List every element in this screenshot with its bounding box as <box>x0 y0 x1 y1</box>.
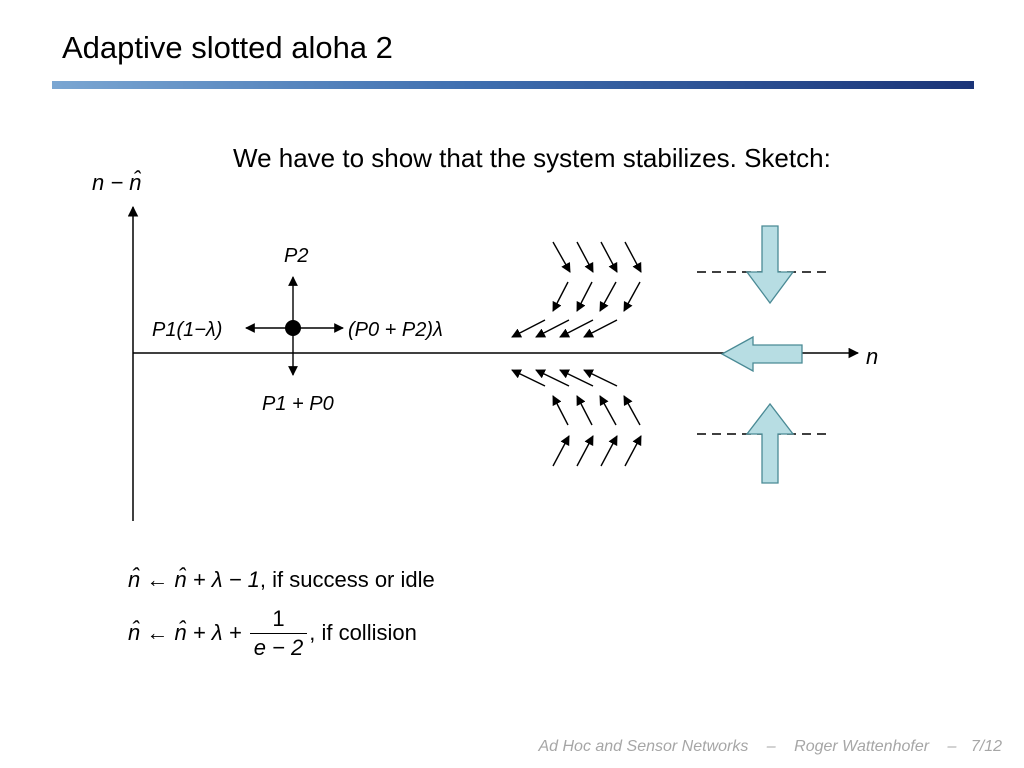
footer-separator: – <box>947 738 957 755</box>
slide-footer: Ad Hoc and Sensor Networks – Roger Watte… <box>532 738 1002 756</box>
formula-collision-text: , if collision <box>309 620 417 645</box>
x-axis-label: n <box>866 344 878 369</box>
title-divider-bar <box>52 81 974 89</box>
formula-success-text: , if success or idle <box>259 567 435 592</box>
footer-course: Ad Hoc and Sensor Networks <box>538 738 749 755</box>
fraction-bar <box>249 633 308 634</box>
slide-title: Adaptive slotted aloha 2 <box>62 30 393 65</box>
label-p0-plus-p2-lambda: (P0 + P2)λ <box>348 319 443 341</box>
formula-collision-lhs: n̂ ← n̂ + λ + <box>128 620 242 645</box>
formula-collision-fraction: 1 e − 2 <box>249 606 308 660</box>
footer-page-number: 7/12 <box>970 738 1002 755</box>
formula-collision: n̂ ← n̂ + λ + 1 e − 2 , if collision <box>128 608 417 659</box>
footer-author: Roger Wattenhofer <box>794 738 930 755</box>
block-arrow-left <box>720 335 803 373</box>
block-arrow-down <box>745 225 795 305</box>
y-axis-label: n − n̂ <box>92 170 142 195</box>
flow-arrows-lower <box>511 369 642 467</box>
label-p1-plus-p0: P1 + P0 <box>262 393 334 415</box>
footer-separator: – <box>766 738 776 755</box>
label-p1-one-minus-lambda: P1(1−λ) <box>152 319 222 341</box>
fraction-numerator: 1 <box>272 606 285 631</box>
formula-success-lhs: n̂ ← n̂ + λ − 1 <box>128 567 260 592</box>
block-arrow-up <box>745 402 795 484</box>
flow-arrows-upper <box>511 241 642 338</box>
fraction-denominator: e − 2 <box>253 635 304 660</box>
slide-subtitle: We have to show that the system stabiliz… <box>233 143 831 173</box>
label-p2: P2 <box>284 245 308 267</box>
formula-success: n̂ ← n̂ + λ − 1, if success or idle <box>128 569 435 591</box>
